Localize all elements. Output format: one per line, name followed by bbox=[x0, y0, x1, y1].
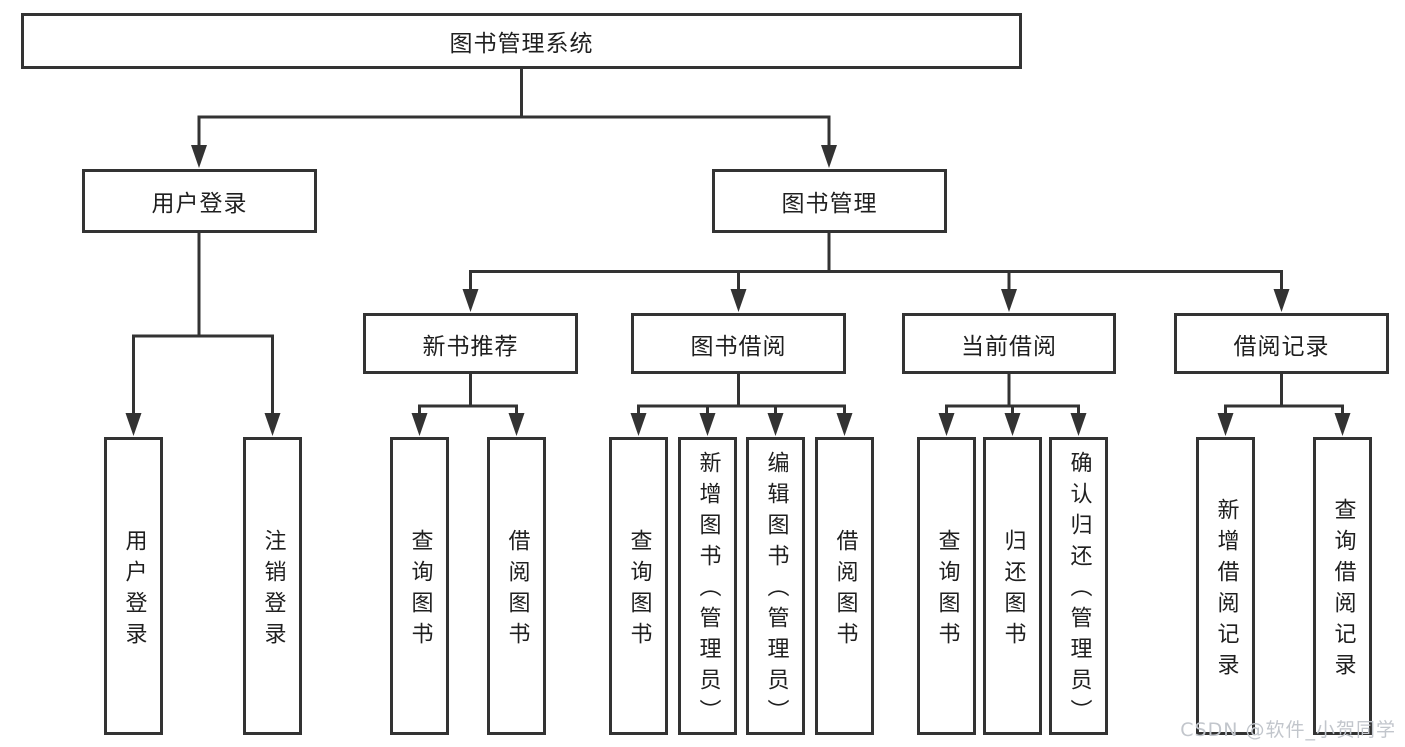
node-current-borrow: 当前借阅 bbox=[902, 313, 1116, 374]
leaf-query-borrow-record: 查询借阅记录 bbox=[1313, 437, 1372, 735]
node-new-book-recommend: 新书推荐 bbox=[363, 313, 578, 374]
leaf-label: 查询图书 bbox=[407, 528, 433, 653]
leaf-user-login: 用户登录 bbox=[104, 437, 163, 735]
csdn-watermark: CSDN @软件_小贺同学 bbox=[1180, 719, 1396, 741]
leaf-query-books-recommend: 查询图书 bbox=[390, 437, 449, 735]
node-book-management: 图书管理 bbox=[712, 169, 947, 233]
leaf-label: 归还图书 bbox=[1000, 528, 1026, 653]
leaf-label: 新增借阅记录 bbox=[1213, 497, 1239, 684]
leaf-label: 编辑图书（管理员） bbox=[763, 451, 789, 730]
node-label: 用户登录 bbox=[151, 191, 248, 217]
leaf-add-books-admin: 新增图书（管理员） bbox=[678, 437, 737, 735]
leaf-label: 新增图书（管理员） bbox=[695, 451, 721, 730]
leaf-query-books-borrow: 查询图书 bbox=[609, 437, 668, 735]
node-label: 图书借阅 bbox=[690, 333, 787, 360]
leaf-query-books-current: 查询图书 bbox=[917, 437, 976, 735]
leaf-borrow-books-recommend: 借阅图书 bbox=[487, 437, 546, 735]
leaf-label: 借阅图书 bbox=[504, 528, 530, 653]
leaf-label: 查询图书 bbox=[626, 528, 652, 653]
node-label: 当前借阅 bbox=[961, 333, 1057, 360]
leaf-confirm-return-admin: 确认归还（管理员） bbox=[1049, 437, 1108, 735]
node-book-management-system: 图书管理系统 bbox=[21, 13, 1022, 69]
leaf-label: 查询借阅记录 bbox=[1330, 497, 1356, 684]
leaf-label: 查询图书 bbox=[934, 528, 960, 653]
leaf-label: 借阅图书 bbox=[832, 528, 858, 653]
leaf-edit-books-admin: 编辑图书（管理员） bbox=[746, 437, 805, 735]
leaf-label: 用户登录 bbox=[121, 528, 147, 653]
leaf-label: 确认归还（管理员） bbox=[1066, 451, 1092, 730]
node-label: 借阅记录 bbox=[1233, 333, 1330, 360]
node-borrow-records: 借阅记录 bbox=[1174, 313, 1389, 374]
node-label: 图书管理系统 bbox=[449, 31, 594, 57]
leaf-return-books: 归还图书 bbox=[983, 437, 1042, 735]
leaf-label: 注销登录 bbox=[260, 528, 286, 653]
leaf-logout: 注销登录 bbox=[243, 437, 302, 735]
leaf-add-borrow-record: 新增借阅记录 bbox=[1196, 437, 1255, 735]
node-user-login: 用户登录 bbox=[82, 169, 317, 233]
node-label: 图书管理 bbox=[781, 191, 878, 217]
leaf-borrow-books: 借阅图书 bbox=[815, 437, 874, 735]
node-book-borrow: 图书借阅 bbox=[631, 313, 846, 374]
node-label: 新书推荐 bbox=[422, 333, 519, 360]
